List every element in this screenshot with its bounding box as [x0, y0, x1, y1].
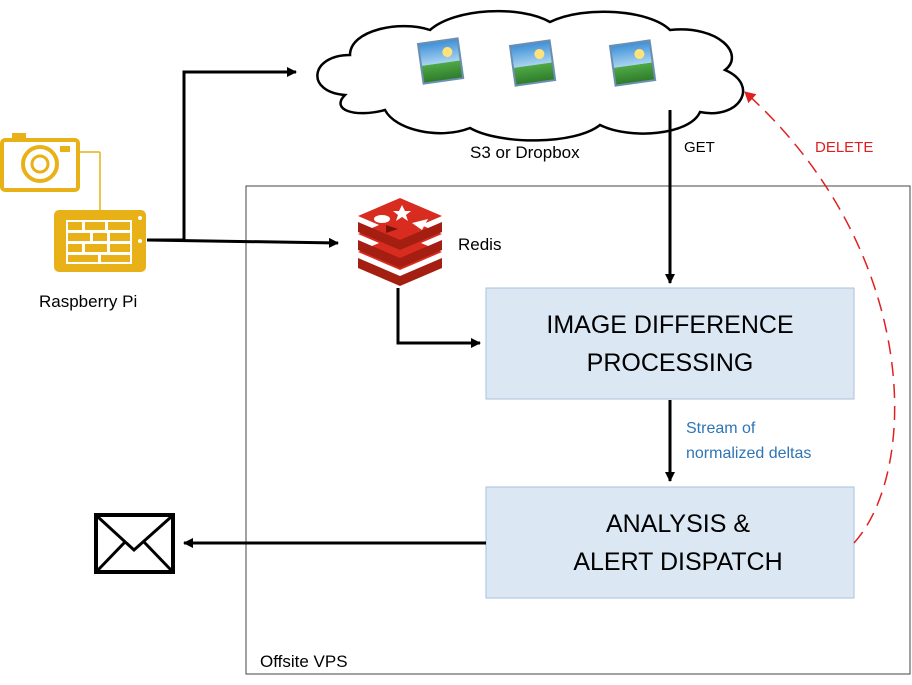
- analysis-alert-dispatch-box: [485, 486, 855, 599]
- stream-label-line1: Stream of: [686, 420, 756, 437]
- image-difference-processing-box: [485, 287, 855, 400]
- delete-label: DELETE: [815, 139, 873, 156]
- redis-label: Redis: [458, 235, 501, 254]
- image-file-icon: [508, 39, 557, 87]
- processing-title-line2: PROCESSING: [587, 349, 754, 377]
- camera-icon: [0, 133, 80, 192]
- arrow-delete: [744, 91, 896, 544]
- image-file-icon: [416, 37, 465, 85]
- vps-label: Offsite VPS: [260, 652, 348, 671]
- arrow-pi-to-redis: [146, 237, 339, 248]
- envelope-icon: [94, 513, 175, 574]
- image-file-icon: [608, 39, 657, 87]
- analysis-title-line2: ALERT DISPATCH: [573, 548, 782, 576]
- raspberry-pi-board-icon: [54, 210, 146, 272]
- redis-logo: [358, 198, 442, 286]
- raspberry-pi-label: Raspberry Pi: [39, 292, 137, 311]
- arrow-redis-to-processing: [396, 288, 481, 348]
- cloud-storage: [316, 9, 745, 142]
- cloud-label: S3 or Dropbox: [470, 143, 580, 162]
- vps-container: [245, 185, 911, 675]
- get-label: GET: [684, 139, 715, 156]
- processing-title-line1: IMAGE DIFFERENCE: [546, 311, 793, 339]
- analysis-title-line1: ANALYSIS &: [606, 510, 750, 538]
- stream-label-line2: normalized deltas: [686, 445, 811, 462]
